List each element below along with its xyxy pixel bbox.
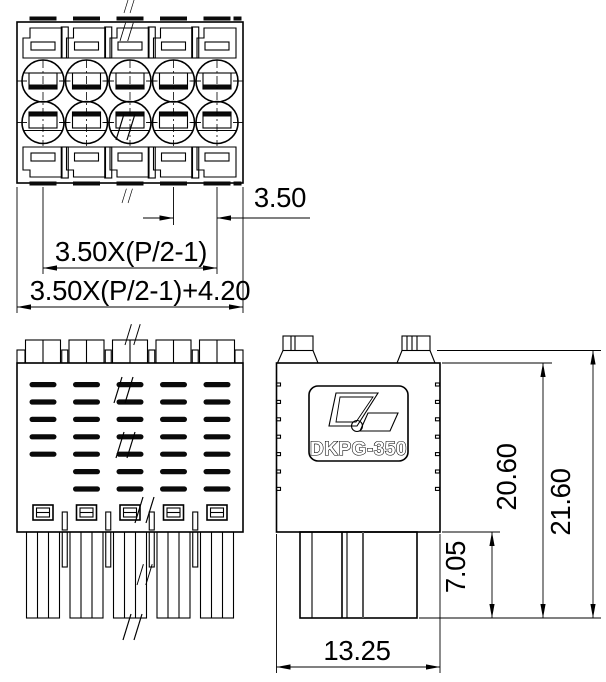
dim-pitch-label: 3.50 [254,182,306,213]
dim-overall-height-label: 21.60 [545,468,576,535]
break-mark [124,323,141,346]
dim-housing-height-label: 20.60 [491,443,522,510]
dim-overall-width-label: 3.50X(P/2-1)+4.20 [30,275,250,306]
break-mark [115,113,136,141]
brand-logo-panel: DKPG-350 [308,385,409,462]
brand-logo-icon [328,392,399,433]
break-mark [121,188,133,204]
break-mark [134,496,155,524]
break-mark [119,22,134,42]
dim-pole-span-label: 3.50X(P/2-1) [55,236,207,267]
top-view [16,0,244,204]
model-label: DKPG-350 [310,439,407,460]
side-view: DKPG-350 [275,335,441,619]
break-mark [123,0,135,14]
top-view-dimensions: 3.50 3.50X(P/2-1) 3.50X(P/2-1)+4.20 [16,182,310,313]
break-mark [113,376,134,404]
dim-body-depth-label: 13.25 [323,635,390,666]
dim-plug-depth-label: 7.05 [440,541,471,593]
front-view [16,323,244,641]
side-view-dimensions: 7.05 20.60 21.60 13.25 [276,350,601,673]
